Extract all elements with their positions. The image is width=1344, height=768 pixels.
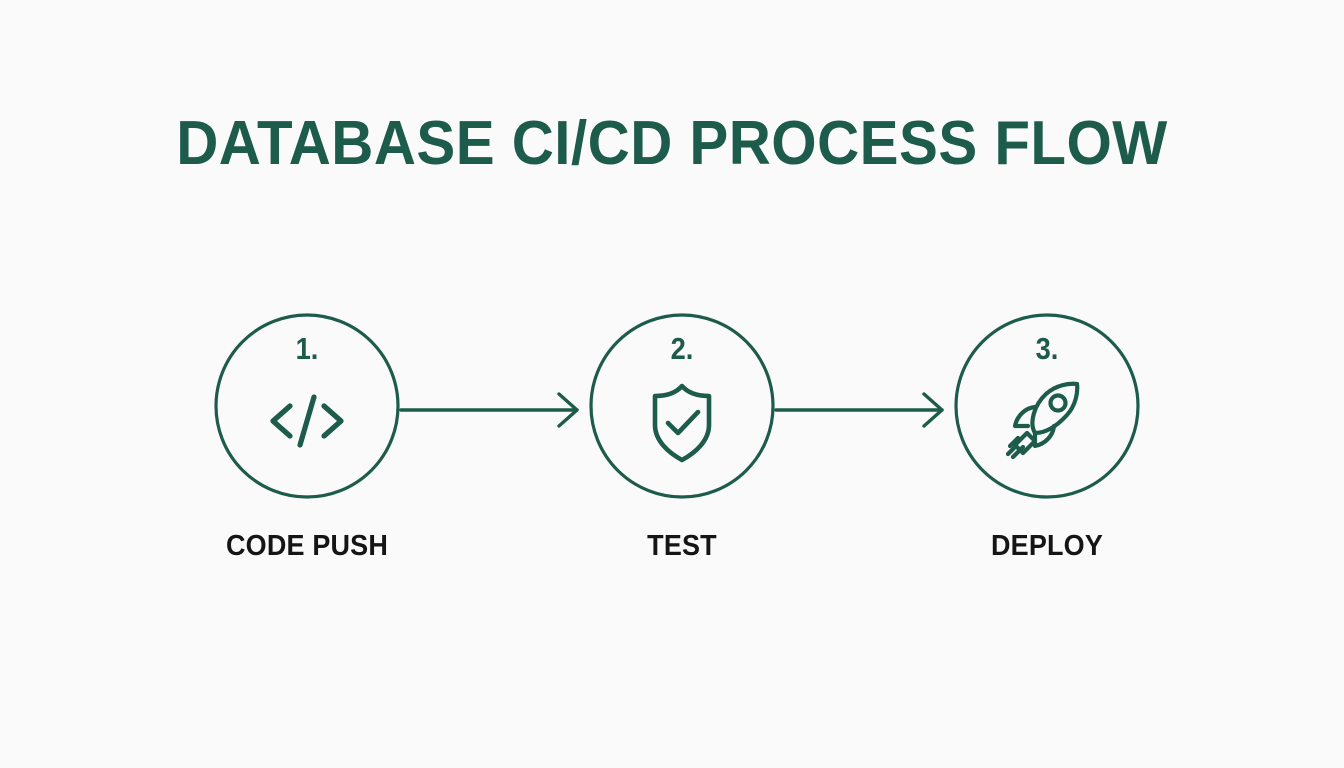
shield-check-icon [636,375,728,467]
process-step-deploy[interactable]: 3. [954,313,1140,499]
step-captions-row: CODE PUSH TEST DEPLOY [0,526,1344,572]
step-number-label: 2. [670,331,694,366]
arrow-right-icon [399,390,591,430]
process-flow-row: 1. [0,313,1344,503]
code-brackets-icon [261,375,353,467]
process-step-test[interactable]: 2. [589,313,775,499]
step-circle-outline [589,313,775,499]
step-number-label: 3. [1035,331,1059,366]
rocket-icon [1001,375,1093,467]
step-label-deploy: DEPLOY [990,530,1104,562]
process-step-code-push[interactable]: 1. [214,313,400,499]
step-number-label: 1. [295,331,319,366]
step-label-code-push: CODE PUSH [225,530,389,562]
step-circle-outline [954,313,1140,499]
arrow-right-icon [774,390,956,430]
page-title: DATABASE CI/CD PROCESS FLOW [176,109,1168,178]
step-circle-outline [214,313,400,499]
step-label-test: TEST [647,530,717,562]
